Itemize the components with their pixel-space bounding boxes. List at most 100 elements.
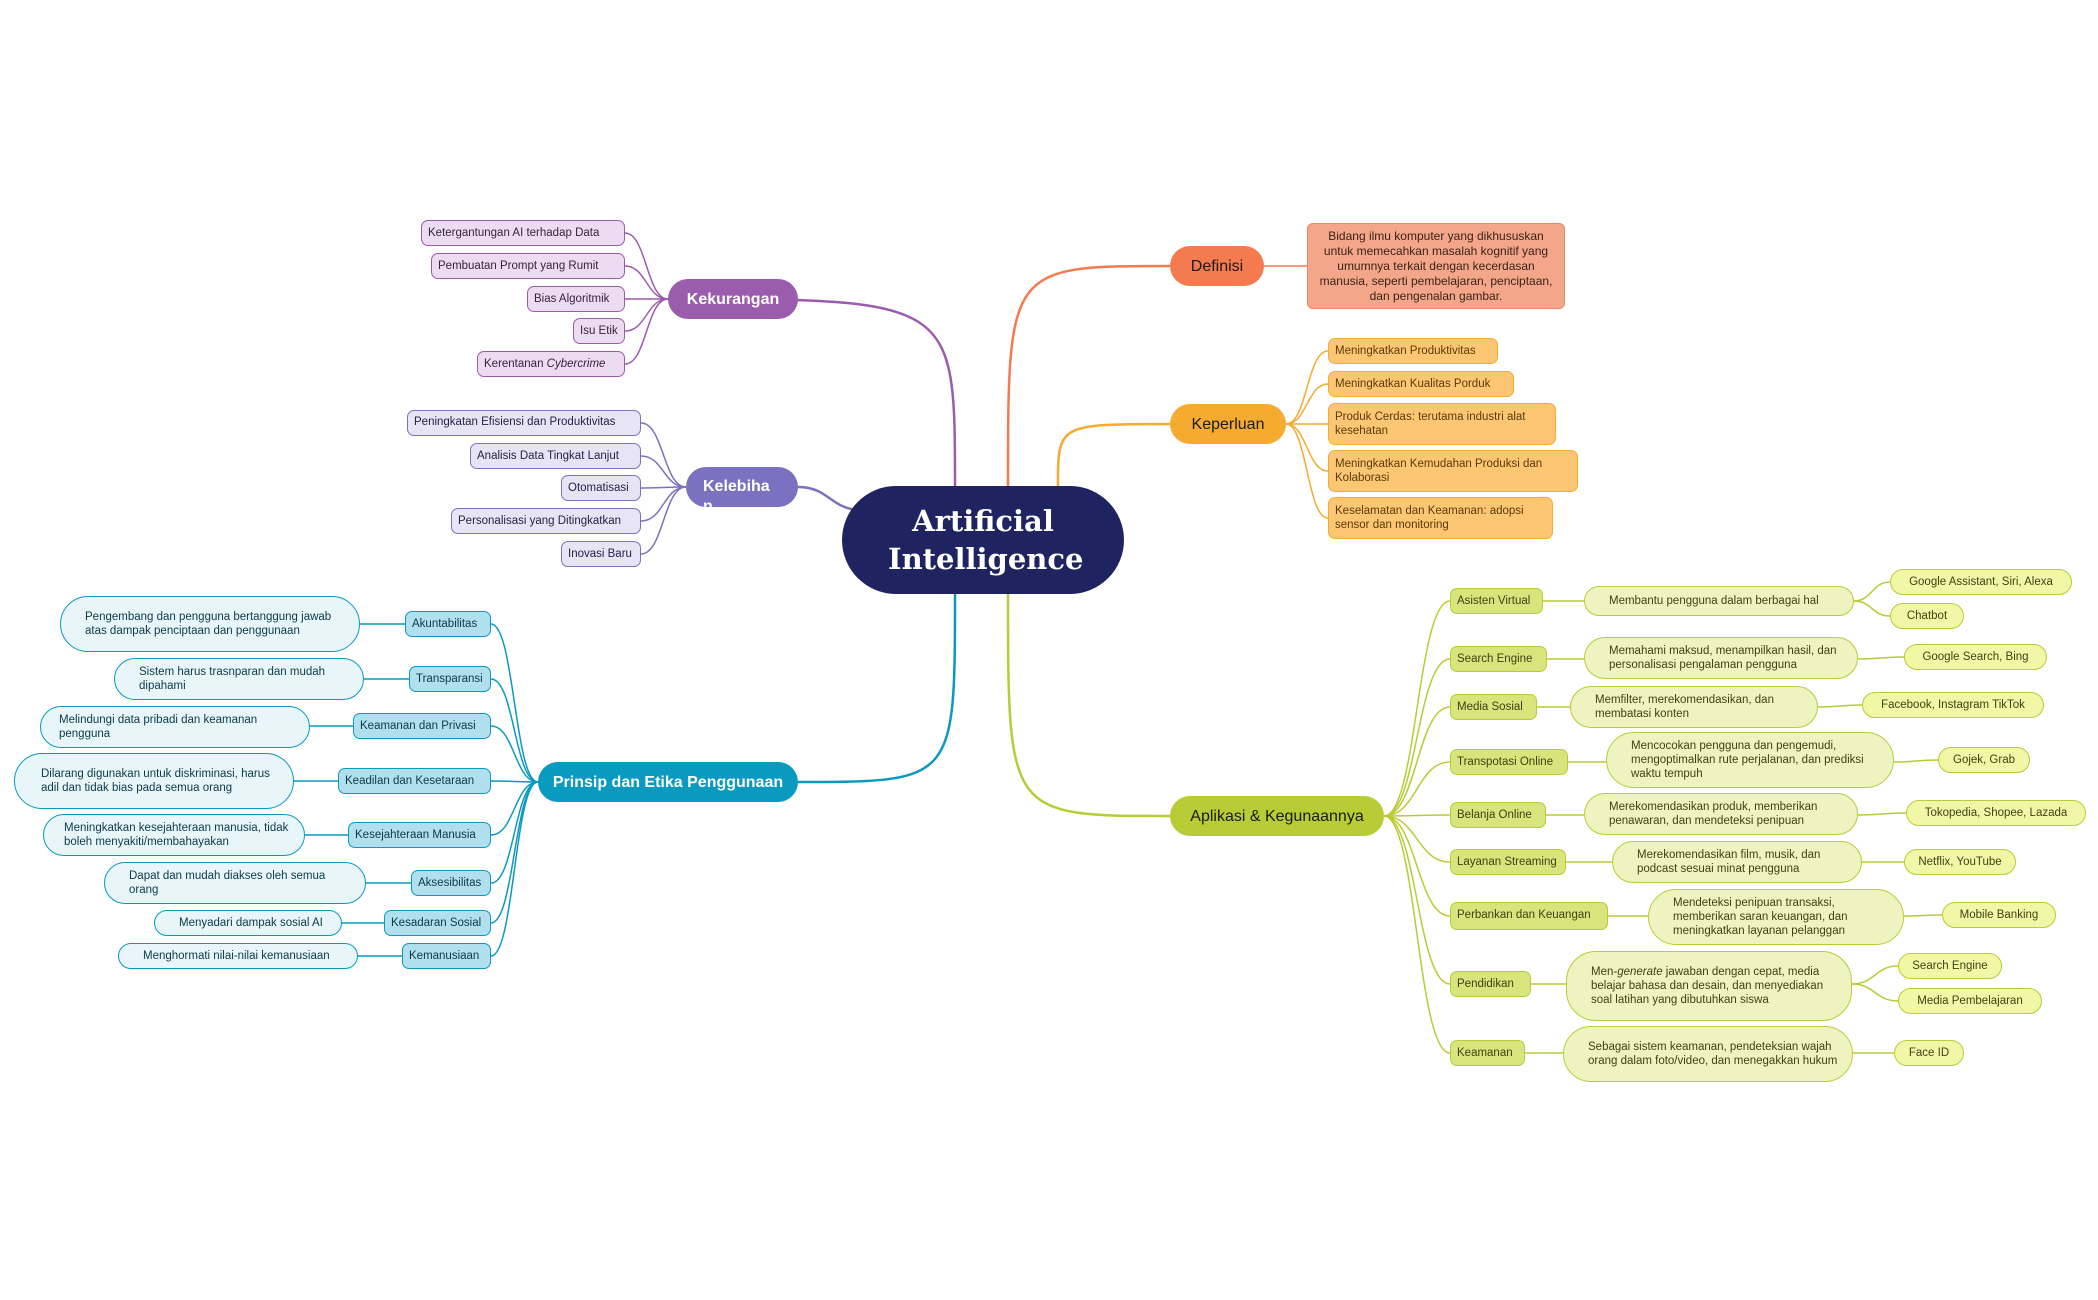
aplikasi-category-label: Search Engine <box>1457 653 1533 665</box>
aplikasi-example[interactable]: Google Search, Bing <box>1904 644 2047 670</box>
prinsip-item-label: Keamanan dan Privasi <box>360 720 476 732</box>
aplikasi-category-label: Layanan Streaming <box>1457 856 1557 868</box>
aplikasi-category-label: Keamanan <box>1457 1047 1513 1059</box>
kekurangan-item[interactable]: Isu Etik <box>573 318 625 344</box>
aplikasi-example[interactable]: Netflix, YouTube <box>1904 849 2016 875</box>
aplikasi-category-transportasi-online[interactable]: Transpotasi Online <box>1450 749 1568 775</box>
kelebihan-item[interactable]: Inovasi Baru <box>561 541 641 567</box>
aplikasi-example[interactable]: Gojek, Grab <box>1938 747 2030 773</box>
topic-prinsip-etika[interactable]: Prinsip dan Etika Penggunaan <box>538 762 798 802</box>
prinsip-item-keamanan-privasi[interactable]: Keamanan dan Privasi <box>353 713 491 739</box>
aplikasi-example[interactable]: Facebook, Instagram TikTok <box>1862 692 2044 718</box>
prinsip-description[interactable]: Dilarang digunakan untuk diskriminasi, h… <box>14 753 294 809</box>
topic-keperluan[interactable]: Keperluan <box>1170 404 1286 444</box>
connector-line <box>640 486 687 522</box>
topic-kelebihan[interactable]: Kelebihan <box>686 467 798 507</box>
prinsip-item-kesadaran-sosial[interactable]: Kesadaran Sosial <box>384 910 491 936</box>
kekurangan-item[interactable]: Kerentanan Cybercrime <box>477 351 625 377</box>
prinsip-item-keadilan[interactable]: Keadilan dan Kesetaraan <box>338 768 491 794</box>
definisi-description-text: Bidang ilmu komputer yang dikhususkan un… <box>1319 228 1553 303</box>
connector-line <box>1383 706 1451 817</box>
aplikasi-example[interactable]: Chatbot <box>1890 603 1964 629</box>
aplikasi-category-keamanan[interactable]: Keamanan <box>1450 1040 1525 1066</box>
aplikasi-example[interactable]: Tokopedia, Shopee, Lazada <box>1906 800 2086 826</box>
kelebihan-item[interactable]: Analisis Data Tingkat Lanjut <box>470 443 641 469</box>
topic-kekurangan-label: Kekurangan <box>686 290 780 308</box>
prinsip-description[interactable]: Meningkatkan kesejahteraan manusia, tida… <box>43 814 305 856</box>
kekurangan-item[interactable]: Bias Algoritmik <box>527 286 625 312</box>
aplikasi-category-belanja-online[interactable]: Belanja Online <box>1450 802 1546 828</box>
kelebihan-item[interactable]: Personalisasi yang Ditingkatkan <box>451 508 641 534</box>
connector-line <box>1383 815 1451 1054</box>
aplikasi-category-media-sosial[interactable]: Media Sosial <box>1450 694 1537 720</box>
connector-line <box>1383 815 1451 917</box>
kelebihan-item[interactable]: Otomatisasi <box>561 475 641 501</box>
prinsip-description[interactable]: Dapat dan mudah diakses oleh semua orang <box>104 862 366 904</box>
aplikasi-description[interactable]: Merekomendasikan film, musik, dan podcas… <box>1612 841 1862 883</box>
keperluan-item[interactable]: Produk Cerdas: terutama industri alat ke… <box>1328 403 1556 445</box>
aplikasi-category-pendidikan[interactable]: Pendidikan <box>1450 971 1531 997</box>
aplikasi-category-perbankan[interactable]: Perbankan dan Keuangan <box>1450 902 1608 930</box>
prinsip-description[interactable]: Sistem harus trasnparan dan mudah dipaha… <box>114 658 364 700</box>
aplikasi-example[interactable]: Google Assistant, Siri, Alexa <box>1890 569 2072 595</box>
kelebihan-item[interactable]: Peningkatan Efisiensi dan Produktivitas <box>407 410 641 436</box>
connector-line <box>1853 581 1891 602</box>
prinsip-description-text: Dilarang digunakan untuk diskriminasi, h… <box>41 768 270 794</box>
aplikasi-description[interactable]: Sebagai sistem keamanan, pendeteksian wa… <box>1563 1026 1853 1082</box>
aplikasi-description[interactable]: Memfilter, merekomendasikan, dan membata… <box>1570 686 1818 728</box>
connector-line <box>1383 658 1451 817</box>
prinsip-item-transparansi[interactable]: Transparansi <box>409 666 491 692</box>
prinsip-item-label: Akuntabilitas <box>412 618 478 630</box>
kekurangan-item-prefix: Kerentanan <box>484 358 547 370</box>
prinsip-item-label: Aksesibilitas <box>418 877 482 889</box>
aplikasi-description[interactable]: Membantu pengguna dalam berbagai hal <box>1584 586 1854 616</box>
topic-kekurangan[interactable]: Kekurangan <box>668 279 798 319</box>
connector-line <box>1056 422 1171 487</box>
aplikasi-category-layanan-streaming[interactable]: Layanan Streaming <box>1450 849 1566 875</box>
kekurangan-item-label: Pembuatan Prompt yang Rumit <box>438 260 599 272</box>
prinsip-item-label: Transparansi <box>416 673 483 685</box>
connector-line <box>1851 983 1899 1002</box>
prinsip-description[interactable]: Menghormati nilai-nilai kemanusiaan <box>118 943 358 969</box>
aplikasi-category-label: Transpotasi Online <box>1457 756 1554 768</box>
aplikasi-example[interactable]: Face ID <box>1894 1040 1964 1066</box>
prinsip-item-aksesibilitas[interactable]: Aksesibilitas <box>411 870 491 896</box>
connector-line <box>797 593 957 784</box>
prinsip-description[interactable]: Menyadari dampak sosial AI <box>154 910 342 936</box>
definisi-description[interactable]: Bidang ilmu komputer yang dikhususkan un… <box>1307 223 1565 309</box>
prinsip-description-text: Meningkatkan kesejahteraan manusia, tida… <box>64 822 289 848</box>
prinsip-item-kesejahteraan[interactable]: Kesejahteraan Manusia <box>348 822 491 848</box>
keperluan-item[interactable]: Keselamatan dan Keamanan: adopsi sensor … <box>1328 497 1553 539</box>
connector-line <box>624 298 669 332</box>
prinsip-item-akuntabilitas[interactable]: Akuntabilitas <box>405 611 491 637</box>
aplikasi-example[interactable]: Media Pembelajaran <box>1898 988 2042 1014</box>
aplikasi-example-label: Gojek, Grab <box>1953 754 2015 766</box>
topic-aplikasi[interactable]: Aplikasi & Kegunaannya <box>1170 796 1384 836</box>
prinsip-description[interactable]: Melindungi data pribadi dan keamanan pen… <box>40 706 310 748</box>
topic-aplikasi-label: Aplikasi & Kegunaannya <box>1190 807 1364 825</box>
aplikasi-description[interactable]: Men-generate jawaban dengan cepat, media… <box>1566 951 1852 1021</box>
aplikasi-description[interactable]: Mendeteksi penipuan transaksi, memberika… <box>1648 889 1904 945</box>
aplikasi-category-search-engine[interactable]: Search Engine <box>1450 646 1547 672</box>
aplikasi-category-asisten-virtual[interactable]: Asisten Virtual <box>1450 588 1543 614</box>
kekurangan-item-label: Ketergantungan AI terhadap Data <box>428 227 600 239</box>
prinsip-description[interactable]: Pengembang dan pengguna bertanggung jawa… <box>60 596 360 652</box>
keperluan-item[interactable]: Meningkatkan Kemudahan Produksi dan Kola… <box>1328 450 1578 492</box>
kekurangan-item[interactable]: Pembuatan Prompt yang Rumit <box>431 253 625 279</box>
keperluan-item[interactable]: Meningkatkan Produktivitas <box>1328 338 1498 364</box>
keperluan-item[interactable]: Meningkatkan Kualitas Porduk <box>1328 371 1514 397</box>
topic-prinsip-etika-label: Prinsip dan Etika Penggunaan <box>552 773 784 791</box>
prinsip-item-kemanusiaan[interactable]: Kemanusiaan <box>402 943 491 969</box>
aplikasi-example[interactable]: Mobile Banking <box>1942 902 2056 928</box>
aplikasi-description[interactable]: Merekomendasikan produk, memberikan pena… <box>1584 793 1858 835</box>
aplikasi-example[interactable]: Search Engine <box>1898 953 2002 979</box>
kekurangan-item[interactable]: Ketergantungan AI terhadap Data <box>421 220 625 246</box>
connector-line <box>640 422 687 488</box>
topic-definisi[interactable]: Definisi <box>1170 246 1264 286</box>
aplikasi-description[interactable]: Memahami maksud, menampilkan hasil, dan … <box>1584 637 1858 679</box>
aplikasi-example-label: Media Pembelajaran <box>1917 995 2023 1007</box>
aplikasi-description[interactable]: Mencocokan pengguna dan pengemudi, mengo… <box>1606 732 1894 788</box>
